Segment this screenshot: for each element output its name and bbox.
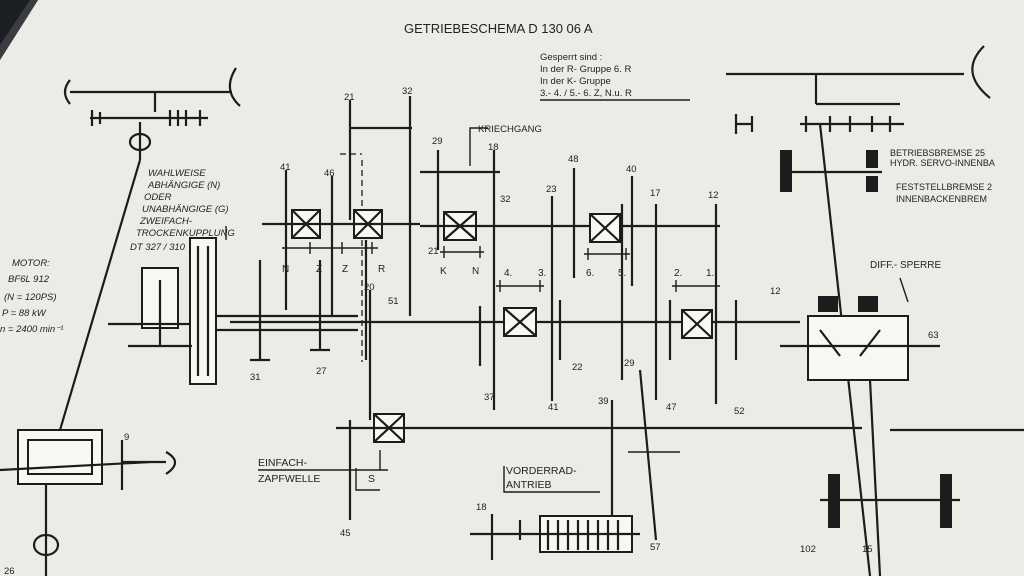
teeth-63: 63 (928, 330, 939, 341)
shift-k: K (440, 266, 447, 277)
teeth-18b: 18 (476, 502, 487, 513)
motor-line-3: (N = 120PS) (4, 292, 57, 303)
shift-r: R (378, 264, 385, 275)
parking-brake (820, 474, 960, 528)
clutch-line-7: DT 327 / 310 (130, 242, 186, 253)
kriechgang-label: KRIECHGANG (478, 124, 542, 135)
differential (780, 277, 940, 576)
teeth-12b: 12 (770, 286, 781, 297)
clutch-assembly (108, 226, 358, 385)
teeth-22: 22 (572, 362, 583, 373)
teeth-41b: 41 (548, 402, 559, 413)
diff-lock-label: DIFF.- SPERRE (870, 260, 941, 271)
clutch-line-2: ABHÄNGIGE (N) (147, 180, 220, 191)
shift-3: 3. (538, 268, 546, 279)
teeth-20: 20 (364, 282, 375, 293)
teeth-32a: 32 (402, 86, 413, 97)
diagram-title: GETRIEBESCHEMA D 130 06 A (404, 21, 593, 36)
pto-note: EINFACH- ZAPFWELLE S (258, 457, 375, 485)
shift-4: 4. (504, 268, 512, 279)
teeth-23: 23 (546, 184, 557, 195)
motor-line-5: n = 2400 min⁻¹ (0, 324, 63, 335)
locked-gears-note: Gesperrt sind : In der R- Gruppe 6. R In… (540, 52, 690, 101)
shift-n-2: N (472, 266, 479, 277)
shift-1: 1. (706, 268, 714, 279)
locked-heading: Gesperrt sind : (540, 52, 602, 63)
teeth-37: 37 (484, 392, 495, 403)
motor-line-1: MOTOR: (12, 258, 50, 269)
teeth-48: 48 (568, 154, 579, 165)
shift-n-1: N (282, 264, 289, 275)
teeth-17: 17 (650, 188, 661, 199)
clutch-line-4: UNABHÄNGIGE (G) (142, 204, 229, 215)
shift-5: 5. (618, 268, 626, 279)
shift-2: 2. (674, 268, 682, 279)
clutch-line-5: ZWEIFACH- (139, 216, 192, 227)
shift-z-1: Z (316, 264, 322, 275)
motor-line-2: BF6L 912 (8, 274, 50, 285)
teeth-52: 52 (734, 406, 745, 417)
locked-line-1: In der R- Gruppe 6. R (540, 64, 631, 75)
front-drive-note: VORDERRAD- ANTRIEB (506, 465, 577, 491)
motor-note: MOTOR: BF6L 912 (N = 120PS) P = 88 kW n … (0, 258, 63, 335)
brake-note: BETRIEBSBREMSE 25 HYDR. SERVO-INNENBA FE… (890, 148, 995, 204)
pto-s-label: S (368, 473, 375, 485)
locked-line-3: 3.- 4. / 5.- 6. Z, N.u. R (540, 88, 632, 99)
clutch-line-6: TROCKENKUPPLUNG (136, 228, 235, 239)
teeth-32b: 32 (500, 194, 511, 205)
teeth-47: 47 (666, 402, 677, 413)
lower-main-shaft (230, 204, 800, 380)
shift-z-2: Z (342, 264, 348, 275)
teeth-9: 9 (124, 432, 129, 443)
brake-line-2: HYDR. SERVO-INNENBA (890, 158, 995, 168)
upper-main-gears (550, 168, 718, 404)
teeth-29a: 29 (432, 136, 443, 147)
clutch-line-3: ODER (144, 192, 172, 203)
teeth-102: 102 (800, 544, 816, 555)
teeth-51: 51 (388, 296, 399, 307)
teeth-40: 40 (626, 164, 637, 175)
teeth-21b: 21 (428, 246, 439, 257)
teeth-45: 45 (340, 528, 351, 539)
front-wheel-drive (470, 369, 680, 560)
right-output-shaft (740, 426, 1024, 432)
teeth-12a: 12 (708, 190, 719, 201)
teeth-41a: 41 (280, 162, 291, 173)
teeth-26: 26 (4, 566, 15, 576)
pto-clutch (258, 290, 740, 520)
service-brake (780, 150, 882, 192)
group-r-z-n (250, 96, 420, 362)
brake-line-4: INNENBACKENBREM (896, 194, 987, 204)
teeth-39: 39 (598, 396, 609, 407)
teeth-18a: 18 (488, 142, 499, 153)
clutch-note: WAHLWEISE ABHÄNGIGE (N) ODER UNABHÄNGIGE… (130, 168, 235, 253)
engine-pump-box (0, 429, 177, 576)
front-drive-line-2: ANTRIEB (506, 479, 552, 491)
teeth-31: 31 (250, 372, 261, 383)
teeth-27: 27 (316, 366, 327, 377)
brake-line-1: BETRIEBSBREMSE 25 (890, 148, 985, 158)
brake-line-3: FESTSTELLBREMSE 2 (896, 182, 992, 192)
teeth-57: 57 (650, 542, 661, 553)
teeth-numbers: 41 46 21 32 29 18 32 21 48 23 40 17 12 3… (4, 86, 939, 576)
teeth-15: 15 (862, 544, 873, 555)
teeth-21a: 21 (344, 92, 355, 103)
clutch-line-1: WAHLWEISE (148, 168, 206, 179)
locked-line-2: In der K- Gruppe (540, 76, 611, 87)
rear-axle-left (63, 67, 241, 126)
paper-shadow (0, 0, 38, 60)
motor-line-4: P = 88 kW (2, 308, 47, 319)
pto-shaft-left (58, 122, 152, 431)
teeth-46: 46 (324, 168, 335, 179)
shift-labels: N Z Z R K N 4. 3. 6. 5. 2. 1. (282, 264, 714, 279)
group-k-n (420, 127, 720, 410)
teeth-29b: 29 (624, 358, 635, 369)
front-drive-line-1: VORDERRAD- (506, 465, 577, 477)
pto-line-1: EINFACH- (258, 457, 308, 469)
pto-line-2: ZAPFWELLE (258, 473, 320, 485)
shift-6: 6. (586, 268, 594, 279)
